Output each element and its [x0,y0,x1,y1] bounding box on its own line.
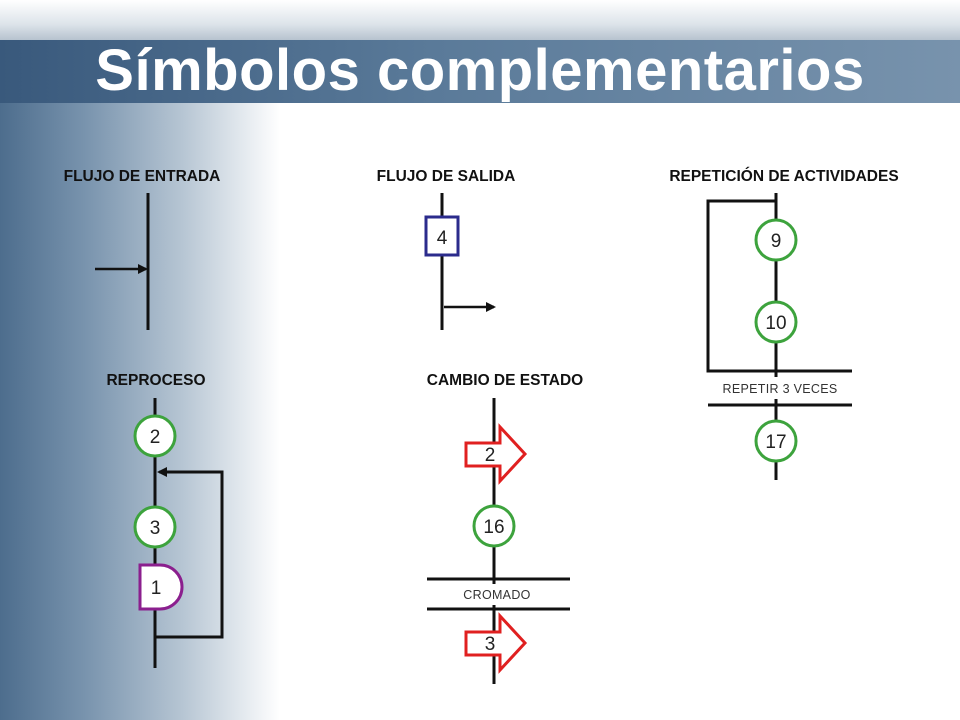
repeticion-group: REPETICIÓN DE ACTIVIDADES REPETIR 3 VECE… [669,167,899,480]
flujo-salida-label: FLUJO DE SALIDA [377,168,516,185]
cambio-estado-group: CAMBIO DE ESTADO CROMADO 2 16 3 [427,372,583,684]
state-change-number-3: 3 [485,634,496,655]
cambio-estado-caption: CROMADO [463,588,530,602]
background-top [0,0,960,40]
state-change-arrow-2 [464,423,528,485]
operation-circle-9 [754,218,798,262]
flujo-salida-group: FLUJO DE SALIDA 4 [377,168,516,330]
repeticion-caption: REPETIR 3 VECES [723,382,838,396]
repeticion-label: REPETICIÓN DE ACTIVIDADES [669,167,898,185]
inspection-number-4: 4 [437,228,448,249]
reproceso-group: REPROCESO 2 3 1 [106,372,224,668]
operation-circle-3 [133,505,177,549]
reproceso-return-line [155,470,224,639]
page-title: Símbolos complementarios [95,38,865,103]
operation-number-16: 16 [483,517,504,538]
operation-circle-17 [754,419,798,463]
inspection-square-4 [424,215,460,257]
flujo-entrada-label: FLUJO DE ENTRADA [64,168,221,185]
flujo-entrada-group: FLUJO DE ENTRADA [64,168,221,330]
operation-circle-16 [472,504,516,548]
operation-circle-2 [133,414,177,458]
state-change-number-2: 2 [485,445,496,466]
delay-number-1: 1 [151,578,162,599]
cambio-estado-label: CAMBIO DE ESTADO [427,372,583,389]
state-change-arrow-3 [464,612,528,674]
operation-circle-10 [754,300,798,344]
delay-shape-1 [138,563,184,611]
operation-number-17: 17 [765,432,786,453]
title-bar [0,40,960,103]
operation-number-3: 3 [150,518,161,539]
cambio-estado-caption-bg [430,584,568,605]
operation-number-10: 10 [765,313,786,334]
reproceso-label: REPROCESO [106,372,205,389]
repeticion-caption-bg [705,377,855,399]
operation-number-2: 2 [150,427,161,448]
operation-number-9: 9 [771,231,782,252]
